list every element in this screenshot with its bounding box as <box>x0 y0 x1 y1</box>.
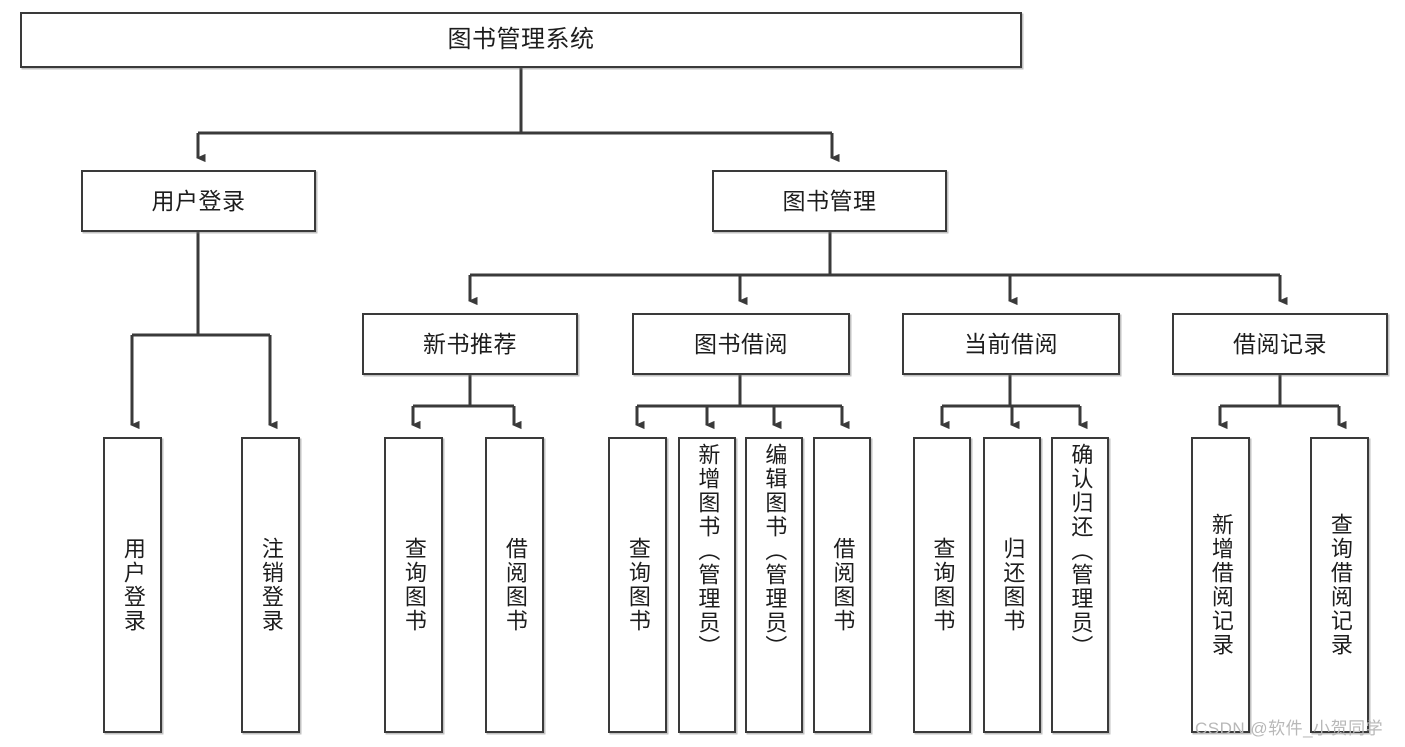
node-root[interactable]: 图书管理系统 <box>20 12 1022 68</box>
node-level2-0[interactable]: 新书推荐 <box>362 313 578 375</box>
node-leaf-10[interactable]: 确认归还（管理员） <box>1051 437 1109 733</box>
node-leaf-11-label: 新增借阅记录 <box>1208 513 1234 657</box>
node-level1-1[interactable]: 图书管理 <box>712 170 947 232</box>
node-leaf-6[interactable]: 编辑图书（管理员） <box>745 437 803 733</box>
node-leaf-12[interactable]: 查询借阅记录 <box>1310 437 1369 733</box>
node-leaf-5[interactable]: 新增图书（管理员） <box>678 437 736 733</box>
node-level1-0[interactable]: 用户登录 <box>81 170 316 232</box>
node-level1-1-label: 图书管理 <box>782 187 877 214</box>
node-leaf-3[interactable]: 借阅图书 <box>485 437 544 733</box>
node-leaf-11[interactable]: 新增借阅记录 <box>1191 437 1250 733</box>
node-leaf-4-label: 查询图书 <box>625 537 651 633</box>
node-leaf-0-label: 用户登录 <box>120 537 146 633</box>
watermark: CSDN @软件_小贺同学 <box>1195 719 1384 738</box>
node-leaf-9[interactable]: 归还图书 <box>983 437 1041 733</box>
node-leaf-8-label: 查询图书 <box>930 537 956 633</box>
node-level1-0-label: 用户登录 <box>151 187 246 214</box>
node-root-label: 图书管理系统 <box>447 26 595 54</box>
node-level2-3[interactable]: 借阅记录 <box>1172 313 1388 375</box>
node-level2-1[interactable]: 图书借阅 <box>632 313 850 375</box>
node-leaf-9-label: 归还图书 <box>1000 537 1026 633</box>
node-level2-0-label: 新书推荐 <box>423 330 517 357</box>
node-leaf-5-label: 新增图书（管理员） <box>695 443 721 659</box>
node-leaf-0[interactable]: 用户登录 <box>103 437 162 733</box>
node-leaf-8[interactable]: 查询图书 <box>913 437 971 733</box>
node-leaf-12-label: 查询借阅记录 <box>1327 513 1353 657</box>
node-leaf-6-label: 编辑图书（管理员） <box>762 443 788 659</box>
node-leaf-2[interactable]: 查询图书 <box>384 437 443 733</box>
node-leaf-2-label: 查询图书 <box>401 537 427 633</box>
node-level2-1-label: 图书借阅 <box>694 330 788 357</box>
node-level2-2-label: 当前借阅 <box>964 330 1058 357</box>
node-leaf-4[interactable]: 查询图书 <box>608 437 667 733</box>
node-leaf-1-label: 注销登录 <box>258 537 284 633</box>
node-leaf-1[interactable]: 注销登录 <box>241 437 300 733</box>
node-leaf-10-label: 确认归还（管理员） <box>1068 443 1094 659</box>
node-level2-2[interactable]: 当前借阅 <box>902 313 1120 375</box>
node-level2-3-label: 借阅记录 <box>1233 330 1327 357</box>
node-leaf-3-label: 借阅图书 <box>502 537 528 633</box>
node-leaf-7-label: 借阅图书 <box>830 537 856 633</box>
node-leaf-7[interactable]: 借阅图书 <box>813 437 871 733</box>
